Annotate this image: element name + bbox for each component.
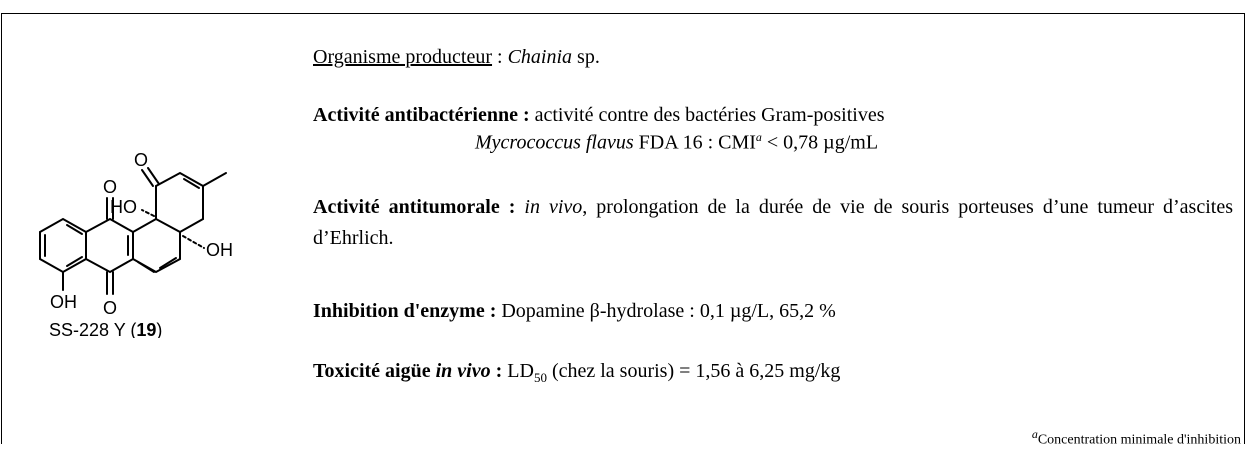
aromatic-ring-bond bbox=[39, 217, 87, 274]
quinone-ring-bond bbox=[85, 217, 134, 274]
structure-drawing: O O O HO OH OH SS-228 Y (19) bbox=[39, 150, 233, 338]
producer-label: Organisme producteur bbox=[313, 46, 493, 68]
footnote-marker: a bbox=[755, 130, 762, 144]
footnote-marker-bottom: a bbox=[1031, 427, 1038, 441]
footnote-text: Concentration minimale d'inhibition bbox=[1037, 432, 1241, 448]
antibacterial-line: Activité antibactérienne : activité cont… bbox=[313, 104, 884, 127]
producer-organism: Chainia bbox=[507, 46, 573, 68]
antibacterial-label: Activité antibactérienne : bbox=[313, 104, 530, 126]
enzyme-text: Dopamine β-hydrolase : 0,1 µg/L, 65,2 % bbox=[496, 300, 836, 322]
antitumor-label: Activité antitumorale : bbox=[313, 196, 516, 218]
atom-oh-bottom: OH bbox=[50, 292, 77, 312]
footnote: aConcentration minimale d'inhibition bbox=[1032, 427, 1241, 449]
atom-o-ketone: O bbox=[134, 150, 148, 170]
antibacterial-strain-line: Mycrococcus flavus FDA 16 : CMIa < 0,78 … bbox=[475, 130, 879, 154]
toxicity-label: Toxicité aigüe in vivo : bbox=[313, 360, 503, 382]
enzyme-label: Inhibition d'enzyme : bbox=[313, 300, 497, 322]
atom-ho-left: HO bbox=[110, 197, 137, 217]
enzyme-line: Inhibition d'enzyme : Dopamine β-hydrola… bbox=[313, 300, 836, 323]
antibacterial-strain: Mycrococcus flavus bbox=[475, 131, 634, 154]
content-frame bbox=[1, 13, 1245, 444]
toxicity-line: Toxicité aigüe in vivo : LD50 (chez la s… bbox=[313, 360, 841, 385]
compound-label: SS-228 Y (19) bbox=[49, 320, 162, 338]
antitumor-paragraph: Activité antitumorale : in vivo, prolong… bbox=[313, 196, 1233, 249]
atom-o-quinone-top: O bbox=[103, 177, 117, 197]
atom-o-quinone-bottom: O bbox=[103, 298, 117, 318]
atom-oh-right: OH bbox=[206, 240, 233, 260]
antibacterial-text: activité contre des bactéries Gram-posit… bbox=[529, 104, 885, 126]
producer-line: Organisme producteur : Chainia sp. bbox=[313, 46, 600, 68]
chemical-structure: O O O HO OH OH SS-228 Y (19) bbox=[14, 118, 344, 338]
